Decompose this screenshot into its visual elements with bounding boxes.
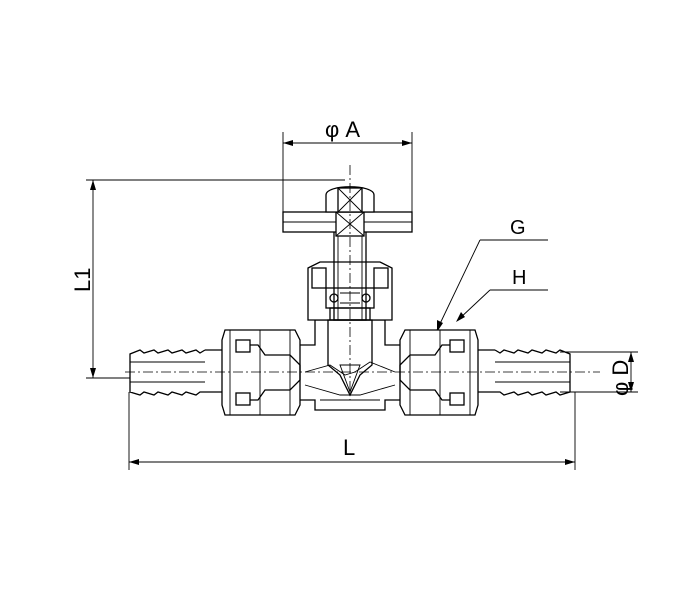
label-phi-d: φ D <box>608 360 633 396</box>
leader-g: G <box>436 217 548 332</box>
right-nut <box>399 329 479 416</box>
leader-h: H <box>456 267 548 322</box>
label-g: G <box>510 217 526 239</box>
center-lines <box>125 165 600 400</box>
handle <box>282 186 413 237</box>
label-h: H <box>512 267 526 289</box>
left-nut <box>221 329 301 416</box>
dimension-phi-d: φ D <box>560 351 638 396</box>
label-l1: L1 <box>70 268 95 292</box>
valve-body-drawing <box>125 165 600 416</box>
label-phi-a: φ A <box>325 117 360 142</box>
dimension-l1: L1 <box>70 179 345 379</box>
dimension-l: L <box>128 392 576 470</box>
label-l: L <box>343 435 355 460</box>
dimension-phi-a: φ A <box>282 117 413 215</box>
